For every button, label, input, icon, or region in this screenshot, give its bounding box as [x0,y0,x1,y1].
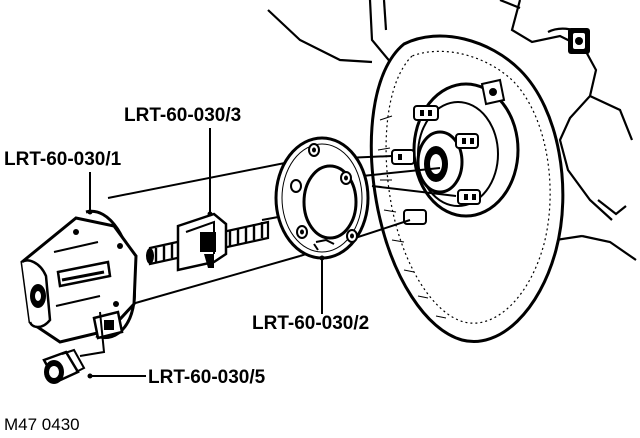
hub-bracket [480,78,506,106]
wheel-studs [391,105,481,225]
callout-tool-2: LRT-60-030/2 [252,313,370,334]
leader-dots [87,209,325,379]
leader-lines [79,128,323,377]
callout-tool-5: LRT-60-030/5 [148,367,266,388]
adapter-ring [274,136,370,260]
tool-body [20,209,138,344]
small-socket [42,348,86,384]
knuckle-nut [568,28,590,54]
callout-tool-3: LRT-60-030/3 [124,105,242,126]
callout-tool-1: LRT-60-030/1 [4,149,122,170]
forcing-screw [146,212,270,272]
wheel-hub [412,82,520,218]
figure-reference: M47 0430 [4,415,80,434]
